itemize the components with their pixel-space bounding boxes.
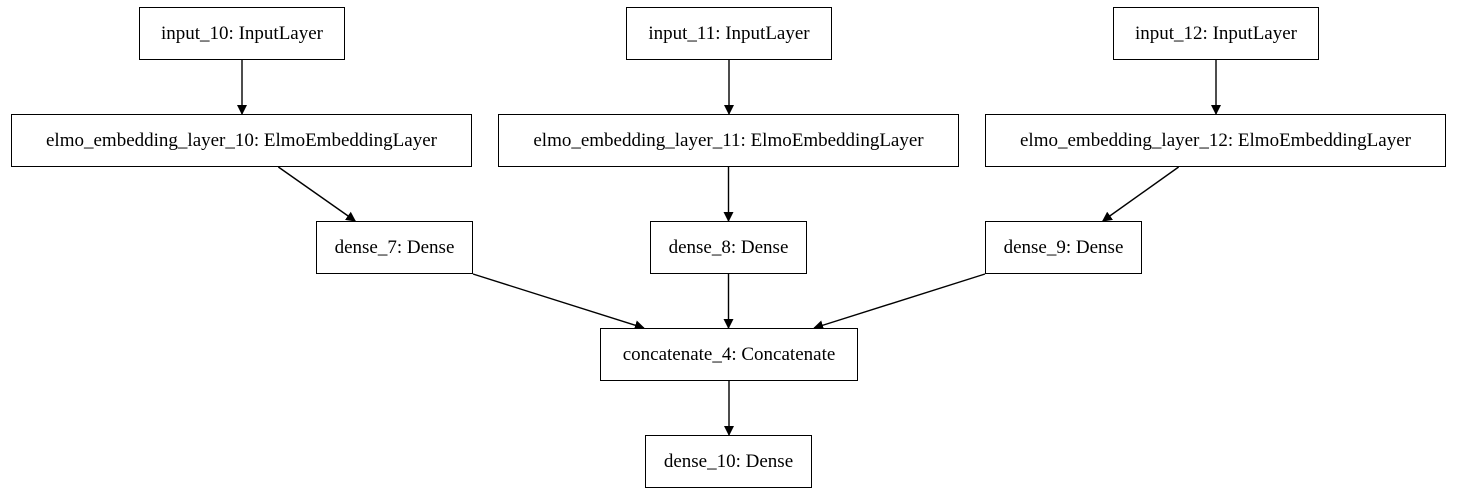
node-elmo-embedding-layer-11: elmo_embedding_layer_11: ElmoEmbeddingLa… <box>498 114 959 167</box>
edge-elmo-12-to-dense-9 <box>1101 166 1180 222</box>
edge-elmo-10-to-dense-7 <box>277 166 357 222</box>
node-concatenate-4: concatenate_4: Concatenate <box>600 328 858 381</box>
node-dense-8: dense_8: Dense <box>650 221 807 274</box>
node-elmo-embedding-layer-10: elmo_embedding_layer_10: ElmoEmbeddingLa… <box>11 114 472 167</box>
node-input-10: input_10: InputLayer <box>139 7 345 60</box>
node-elmo-embedding-layer-12: elmo_embedding_layer_12: ElmoEmbeddingLa… <box>985 114 1446 167</box>
node-dense-7: dense_7: Dense <box>316 221 473 274</box>
node-dense-9: dense_9: Dense <box>985 221 1142 274</box>
node-input-12: input_12: InputLayer <box>1113 7 1319 60</box>
edge-dense-7-to-concatenate-4 <box>472 273 645 331</box>
node-input-11: input_11: InputLayer <box>626 7 832 60</box>
node-dense-10: dense_10: Dense <box>645 435 812 488</box>
edge-dense-9-to-concatenate-4 <box>813 273 986 331</box>
